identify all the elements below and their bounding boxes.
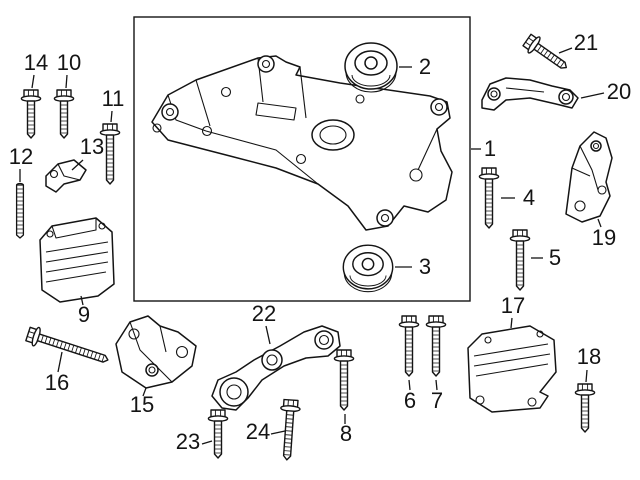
callout-label-17: 17	[501, 293, 525, 318]
callout-label-22: 22	[252, 301, 276, 326]
callout-label-2: 2	[419, 54, 431, 79]
part-8-bolt-drawing	[333, 349, 355, 411]
part-18-bolt-drawing	[574, 383, 596, 433]
callout-label-21: 21	[574, 30, 598, 55]
part-23-bolt-drawing	[207, 409, 229, 459]
callout-leader-10	[65, 74, 68, 89]
callout-leader-21	[558, 47, 573, 54]
callout-leader-23	[201, 440, 213, 445]
callout-label-4: 4	[523, 185, 535, 210]
callout-label-10: 10	[57, 50, 81, 75]
callout-label-18: 18	[577, 344, 601, 369]
part-14-bolt-drawing	[20, 89, 42, 139]
part-20-support-arm-drawing	[481, 77, 579, 111]
callout-label-3: 3	[419, 254, 431, 279]
part-7-bolt-drawing	[425, 315, 447, 377]
callout-leader-7	[435, 379, 438, 391]
part-22-torque-arm-drawing	[211, 325, 341, 411]
callout-leader-19	[597, 218, 602, 228]
part-24-bolt-drawing	[276, 398, 302, 462]
callout-leader-24	[270, 430, 286, 435]
callout-leader-22	[265, 325, 271, 345]
part-9-engine-mount-drawing	[39, 217, 115, 303]
diagram-frame-box	[133, 16, 471, 302]
part-1-subframe-drawing	[151, 55, 453, 231]
callout-label-1: 1	[484, 136, 496, 161]
callout-leader-15	[142, 387, 147, 397]
callout-label-23: 23	[176, 429, 200, 454]
callout-label-9: 9	[78, 302, 90, 327]
part-5-bolt-drawing	[509, 229, 531, 291]
callout-label-16: 16	[45, 370, 69, 395]
part-21-bolt-drawing	[520, 31, 573, 77]
part-6-bolt-drawing	[398, 315, 420, 377]
callout-leader-18	[585, 369, 588, 383]
part-15-bracket-drawing	[115, 315, 197, 389]
callout-label-13: 13	[80, 134, 104, 159]
callout-label-11: 11	[102, 86, 125, 111]
part-13-bracket-drawing	[45, 159, 87, 193]
callouts: 1 2 3 4 5 6 7 8 9 10 11 12 13 14 15 16 1	[9, 30, 631, 454]
callout-label-6: 6	[404, 388, 416, 413]
callout-label-12: 12	[9, 144, 33, 169]
callout-leader-14	[31, 74, 35, 89]
part-16-bolt-drawing	[24, 324, 112, 370]
callout-label-24: 24	[246, 419, 270, 444]
part-17-mount-drawing	[467, 325, 557, 413]
callout-label-19: 19	[592, 225, 616, 250]
callout-label-15: 15	[130, 392, 154, 417]
part-4-bolt-drawing	[478, 167, 500, 229]
callout-leader-20	[580, 92, 605, 99]
part-12-stud-drawing	[15, 182, 25, 239]
callout-leader-6	[408, 379, 411, 391]
callout-label-14: 14	[24, 50, 48, 75]
callout-leader-11	[110, 110, 113, 123]
callout-leader-13	[71, 159, 84, 171]
part-3-mount-drawing	[342, 244, 394, 293]
callout-label-5: 5	[549, 245, 561, 270]
callout-leader-17	[510, 317, 513, 329]
part-19-bracket-drawing	[565, 131, 613, 223]
callout-label-7: 7	[431, 388, 443, 413]
part-10-bolt-drawing	[53, 89, 75, 139]
callout-label-8: 8	[340, 421, 352, 446]
callout-leader-9	[80, 295, 84, 306]
callout-label-20: 20	[607, 79, 631, 104]
callout-leader-16	[57, 351, 63, 373]
